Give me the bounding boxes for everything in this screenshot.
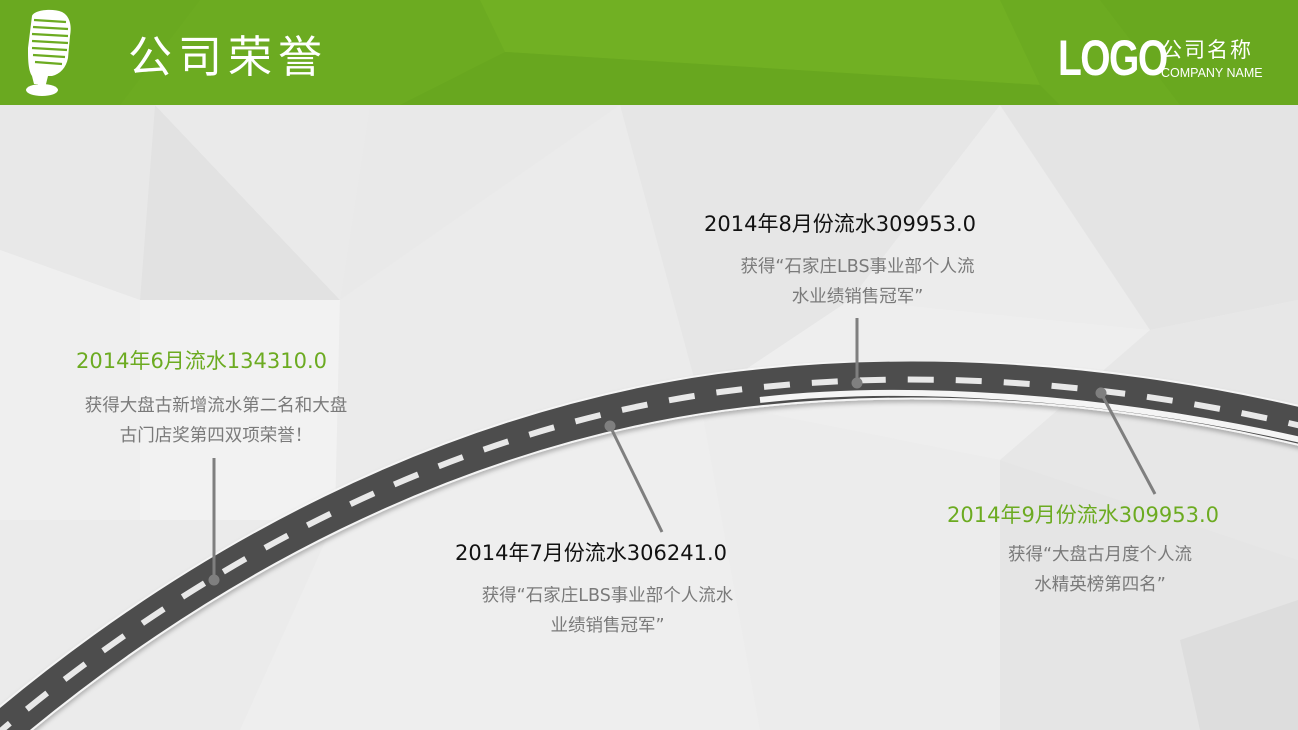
company-name-en: COMPANY NAME (1161, 66, 1263, 80)
milestone-june-title: 2014年6月流水134310.0 (76, 349, 328, 373)
milestone-june-desc: 获得大盘古新增流水第二名和大盘 古门店奖第四双项荣誉！ (60, 391, 372, 451)
milestone-september-title: 2014年9月份流水309953.0 (947, 503, 1220, 527)
milestone-july-desc-line2: 业绩销售冠军” (550, 616, 665, 636)
milestone-june-desc-line1: 获得大盘古新增流水第二名和大盘 (84, 396, 348, 416)
milestone-august-title: 2014年8月份流水309953.0 (704, 212, 977, 236)
connector-august (851, 318, 863, 389)
milestone-september-desc: 获得“大盘古月度个人流 水精英榜第四名” (985, 540, 1215, 600)
milestone-august-desc-line1: 获得“石家庄LBS事业部个人流 (740, 257, 975, 277)
milestone-august-desc: 获得“石家庄LBS事业部个人流 水业绩销售冠军” (720, 252, 995, 312)
milestone-july-desc: 获得“石家庄LBS事业部个人流水 业绩销售冠军” (455, 581, 760, 641)
milestone-august-desc-line2: 水业绩销售冠军” (791, 287, 924, 307)
company-name-cn: 公司名称 (1161, 38, 1253, 62)
milestone-july-desc-line1: 获得“石家庄LBS事业部个人流水 (481, 586, 734, 606)
milestone-september-desc-line2: 水精英榜第四名” (1034, 575, 1166, 595)
connector-june (208, 458, 220, 586)
milestone-june-desc-line2: 古门店奖第四双项荣誉！ (119, 426, 313, 446)
logo: LOGO (1058, 30, 1168, 86)
microphone-icon (26, 9, 71, 96)
connector-september (1095, 387, 1157, 495)
header-bar: 公司荣誉 LOGO 公司名称 COMPANY NAME (0, 0, 1298, 105)
connector-july (604, 420, 664, 533)
milestone-july-title: 2014年7月份流水306241.0 (455, 541, 728, 565)
page-title: 公司荣誉 (128, 32, 328, 83)
milestone-september-desc-line1: 获得“大盘古月度个人流 (1007, 545, 1193, 565)
